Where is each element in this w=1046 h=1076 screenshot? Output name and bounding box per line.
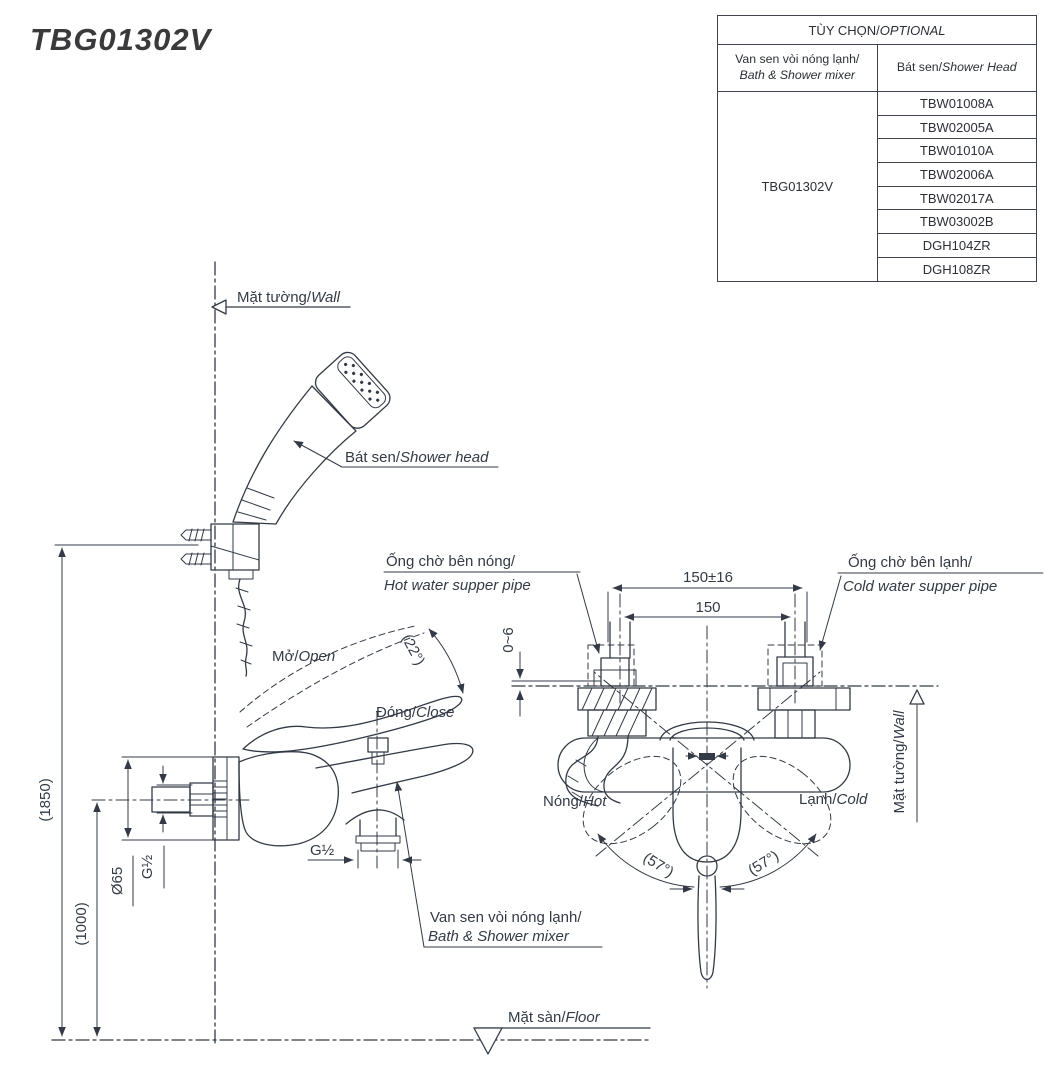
- open-angle-label: (22°): [398, 631, 428, 668]
- shower-head-label: Bát sen/Shower head: [345, 449, 489, 466]
- height-1000-label: (1000): [73, 902, 90, 945]
- span-label: 150: [695, 599, 720, 616]
- floor-label: Mặt sàn/Floor: [508, 1009, 601, 1026]
- shower-head-face: [314, 351, 391, 429]
- wall-top-label: Mặt tường/Wall: [237, 289, 341, 306]
- handle-hot-position-dashed: [582, 755, 682, 845]
- mixer-model-cell: TBG01302V: [717, 91, 878, 282]
- front-dimensions: 150±16 150 0~6 Ống chờ bên nóng/ Hot wat…: [383, 552, 1044, 823]
- hot-pipe-label-line1: Ống chờ bên nóng/: [386, 552, 516, 570]
- shower-head-cell: DGH108ZR: [876, 256, 1037, 282]
- product-code-title: TBG01302V: [30, 22, 212, 57]
- hot-label: Nóng/Hot: [543, 793, 607, 810]
- shower-head-cell: TBW02006A: [876, 162, 1037, 187]
- shower-head-cell: TBW02017A: [876, 185, 1037, 211]
- mixer-body: [238, 751, 340, 847]
- table-row: DGH104ZR: [718, 233, 1037, 258]
- mixer-label-line2: Bath & Shower mixer: [428, 928, 570, 945]
- optional-table: TÙY CHỌN/OPTIONAL Van sen vòi nóng lạnh/…: [717, 15, 1037, 282]
- mixer-col-en: Bath & Shower mixer: [739, 68, 856, 82]
- shower-head-cell: DGH104ZR: [876, 233, 1037, 258]
- wall-label-right: Mặt tường/Wall: [891, 689, 925, 823]
- table-row: TBG01302V TBW01008A: [717, 91, 1037, 282]
- inlet-thread-label: G½: [139, 854, 156, 879]
- diverter-knob: [367, 737, 389, 753]
- side-dimensions: (1850) (1000) Ø65 G½ G½ Van sen vòi nóng…: [37, 544, 603, 1037]
- spout-arm: [315, 742, 474, 794]
- floor-line: Mặt sàn/Floor: [51, 1009, 651, 1055]
- cold-pipe-label-line1: Ống chờ bên lạnh/: [848, 553, 973, 571]
- handle-paddle: [672, 747, 742, 863]
- mixer-col-vi: Van sen vòi nóng lạnh/: [735, 52, 860, 67]
- mixer-front-view: (57°) (57°) Nóng/Hot Lạnh/Cold: [511, 593, 939, 989]
- table-header-row: TÙY CHỌN/OPTIONAL: [717, 15, 1037, 45]
- mixer-body-front: [557, 737, 851, 793]
- cold-label: Lạnh/Cold: [799, 791, 868, 808]
- mixer-side-view: (22°) Mở/Open Đóng/Close: [91, 625, 474, 869]
- table-title-vi: TÙY CHỌN/: [808, 22, 880, 38]
- outlet-thread-label: G½: [310, 842, 335, 859]
- lever-closed: [242, 695, 463, 753]
- handle-stem: [697, 875, 717, 981]
- spout-aerator: [355, 835, 401, 844]
- table-subheader-row: Van sen vòi nóng lạnh/Bath & Shower mixe…: [717, 44, 1037, 92]
- open-label: Mở/Open: [272, 648, 335, 665]
- handle-knob: [696, 855, 718, 877]
- shower-head-column-header: Bát sen/Shower Head: [876, 44, 1037, 92]
- table-row: DGH108ZR: [718, 256, 1037, 282]
- swing-angle-left-label: (57°): [640, 849, 677, 881]
- cold-pipe-label-line2: Cold water supper pipe: [843, 578, 997, 595]
- handle-dome: [659, 721, 755, 741]
- shower-head-cell: TBW01008A: [876, 91, 1037, 116]
- wall-gap-label: 0~6: [500, 627, 517, 652]
- close-label: Đóng/Close: [376, 704, 454, 721]
- swing-angle-right-label: (57°): [745, 847, 782, 879]
- handle-cold-position-dashed: [732, 755, 832, 845]
- hot-eccentric-connector: [565, 687, 657, 807]
- wall-line-left: Mặt tường/Wall: [211, 261, 351, 1046]
- svg-text:Mặt tường/Wall: Mặt tường/Wall: [891, 710, 908, 814]
- head-col-en: Shower Head: [942, 60, 1017, 74]
- hand-shower-drawing: Bát sen/Shower head: [180, 351, 499, 677]
- head-col-vi: Bát sen/: [896, 60, 943, 74]
- hot-pipe-label-line2: Hot water supper pipe: [384, 577, 531, 594]
- table-title-cell: TÙY CHỌN/OPTIONAL: [717, 15, 1037, 45]
- temperature-indicator: [699, 753, 715, 760]
- table-row: TBW03002B: [718, 209, 1037, 235]
- shower-head-cell: TBW03002B: [876, 209, 1037, 235]
- wall-arrow-icon: [211, 299, 227, 315]
- mixer-label-line1: Van sen vòi nóng lạnh/: [430, 909, 582, 926]
- shower-hose: [238, 578, 248, 677]
- shower-bracket: [210, 523, 260, 571]
- floor-mark-icon: [473, 1027, 503, 1055]
- lever-open-dashed: [239, 625, 425, 728]
- cold-eccentric-connector: [757, 687, 851, 739]
- height-1850-label: (1850): [37, 778, 54, 821]
- wall-arrow-up-icon: [909, 689, 925, 705]
- hot-pipe-dashed-box: [587, 644, 635, 687]
- wall-screws: [180, 528, 212, 566]
- table-row: TBW02017A: [718, 185, 1037, 211]
- table-row: TBW02006A: [718, 162, 1037, 187]
- flange-diameter-label: Ø65: [109, 867, 126, 895]
- span-tolerance-label: 150±16: [683, 569, 733, 586]
- table-title-en: OPTIONAL: [879, 22, 946, 38]
